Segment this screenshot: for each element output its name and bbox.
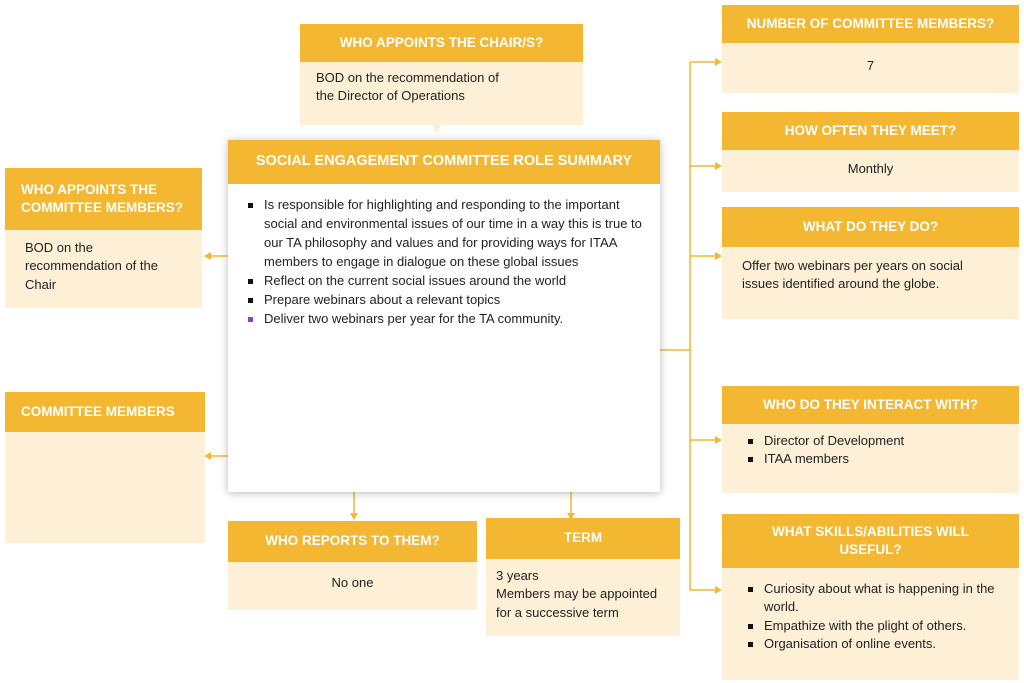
often-value: Monthly [847, 161, 894, 176]
skills-title-line-1: WHAT SKILLS/ABILITIES WILL [772, 523, 969, 539]
appoint-members-title-line-1: WHO APPOINTS THE [21, 181, 158, 197]
term-line-3: for a successive term [496, 604, 619, 620]
interact-body: Director of Development ITAA members [722, 424, 1019, 493]
interact-box: WHO DO THEY INTERACT WITH? Director of D… [722, 386, 1019, 493]
do-title: WHAT DO THEY DO? [722, 207, 1019, 247]
role-summary-item-4: Deliver two webinars per year for the TA… [248, 310, 646, 329]
reports-body: No one [228, 562, 477, 610]
skills-body: Curiosity about what is happening in the… [722, 568, 1019, 680]
appoint-members-line-2: recommendation of the [25, 258, 158, 274]
term-box: TERM 3 years Members may be appointed fo… [486, 518, 680, 636]
number-body: 7 [722, 43, 1019, 93]
skills-title-line-2: USEFUL? [839, 542, 902, 557]
role-summary-item-2: Reflect on the current social issues aro… [248, 272, 646, 291]
chair-box-body: BOD on the recommendation of the Directo… [300, 62, 583, 125]
often-title: HOW OFTEN THEY MEET? [722, 112, 1019, 150]
arrowhead-often [715, 162, 722, 170]
chair-line-1: BOD on the recommendation of [316, 70, 499, 85]
number-value: 7 [866, 58, 875, 73]
often-body: Monthly [722, 150, 1019, 192]
appoint-members-title-line-2: COMMITTEE MEMBERS? [21, 200, 183, 215]
committee-members-body [5, 432, 205, 543]
number-title: NUMBER OF COMMITTEE MEMBERS? [722, 5, 1019, 43]
reports-title: WHO REPORTS TO THEM? [228, 521, 477, 562]
skills-title: WHAT SKILLS/ABILITIES WILL USEFUL? [722, 514, 1019, 568]
chair-box-title: WHO APPOINTS THE CHAIR/S? [300, 24, 583, 62]
term-body: 3 years Members may be appointed for a s… [486, 559, 680, 636]
arrowhead-skills [715, 586, 722, 594]
appoint-members-body: BOD on the recommendation of the Chair [5, 230, 202, 308]
interact-item-1: Director of Development [748, 432, 999, 450]
interact-title: WHO DO THEY INTERACT WITH? [722, 386, 1019, 424]
skills-item-3: Organisation of online events. [748, 635, 999, 653]
term-line-1: 3 years [496, 568, 539, 583]
do-body: Offer two webinars per years on social i… [722, 247, 1019, 319]
role-summary-body: Is responsible for highlighting and resp… [228, 184, 660, 329]
chair-line-2: the Director of Operations [316, 88, 465, 104]
committee-members-title: COMMITTEE MEMBERS [5, 392, 205, 432]
appoint-members-line-3: Chair [25, 276, 57, 292]
role-summary-box: SOCIAL ENGAGEMENT COMMITTEE ROLE SUMMARY… [228, 140, 660, 492]
reports-box: WHO REPORTS TO THEM? No one [228, 521, 477, 610]
number-box: NUMBER OF COMMITTEE MEMBERS? 7 [722, 5, 1019, 93]
do-box: WHAT DO THEY DO? Offer two webinars per … [722, 207, 1019, 319]
arrowhead-appoint-members [204, 252, 211, 260]
arrowhead-do [715, 252, 722, 260]
chair-box: WHO APPOINTS THE CHAIR/S? BOD on the rec… [300, 24, 583, 125]
term-title: TERM [486, 518, 680, 559]
arrowhead-number [715, 58, 722, 66]
appoint-members-title: WHO APPOINTS THE COMMITTEE MEMBERS? [5, 168, 202, 230]
term-line-2: Members may be appointed [496, 586, 658, 602]
committee-members-box: COMMITTEE MEMBERS [5, 392, 205, 543]
often-box: HOW OFTEN THEY MEET? Monthly [722, 112, 1019, 192]
arrowhead-reports [350, 513, 358, 520]
reports-value: No one [331, 575, 374, 590]
arrowhead-interact [715, 436, 722, 444]
role-summary-item-3: Prepare webinars about a relevant topics [248, 291, 646, 310]
role-summary-item-1: Is responsible for highlighting and resp… [248, 196, 646, 272]
appoint-members-box: WHO APPOINTS THE COMMITTEE MEMBERS? BOD … [5, 168, 202, 308]
appoint-members-line-1: BOD on the [25, 240, 93, 255]
skills-item-2: Empathize with the plight of others. [748, 617, 999, 635]
do-line-1: Offer two webinars per years on social [742, 258, 963, 273]
skills-item-1: Curiosity about what is happening in the… [748, 580, 999, 617]
arrowhead-term [567, 513, 575, 520]
do-line-2: issues identified around the globe. [742, 276, 940, 292]
interact-item-2: ITAA members [748, 450, 999, 468]
arrowhead-members [204, 452, 211, 460]
role-summary-title: SOCIAL ENGAGEMENT COMMITTEE ROLE SUMMARY [228, 140, 660, 184]
skills-box: WHAT SKILLS/ABILITIES WILL USEFUL? Curio… [722, 514, 1019, 680]
